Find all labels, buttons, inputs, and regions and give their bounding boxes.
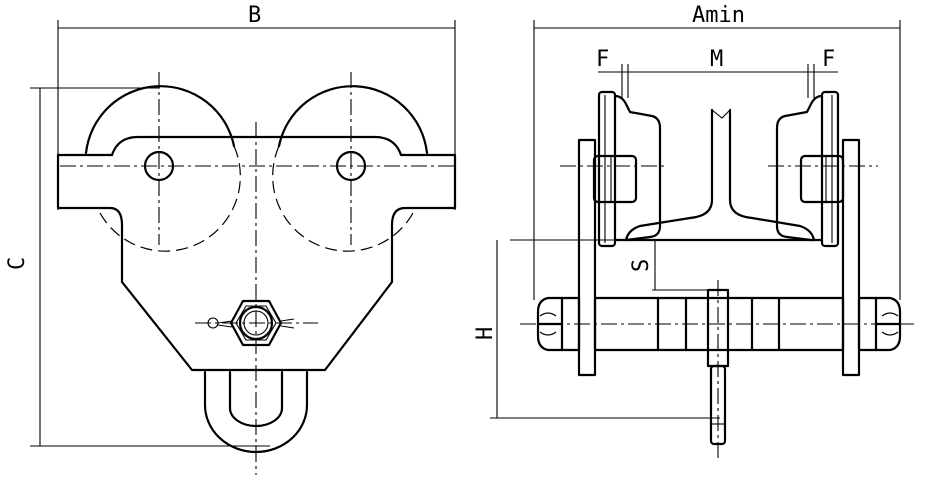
label-f-left: F	[596, 47, 609, 72]
side-plate	[56, 135, 457, 372]
dimension-h: H	[473, 240, 720, 419]
front-view: B C	[5, 3, 457, 475]
label-m: M	[710, 47, 723, 72]
label-amin: Amin	[692, 3, 745, 28]
end-nut-right	[857, 296, 902, 352]
hook-lug	[203, 370, 309, 454]
wheel-left-side	[560, 90, 668, 248]
side-plate-left	[577, 138, 597, 377]
label-s: S	[629, 259, 654, 272]
side-plate-right	[841, 138, 861, 377]
hex-nut-front	[207, 299, 295, 347]
dimension-amin: Amin	[533, 3, 901, 300]
dimension-b: B	[57, 3, 456, 210]
label-f-right: F	[822, 47, 835, 72]
label-c: C	[5, 257, 30, 270]
wheel-right-side	[768, 90, 878, 248]
label-b: B	[248, 3, 261, 28]
dimension-s: S	[510, 239, 820, 291]
end-nut-left	[536, 296, 581, 352]
side-view: Amin F M F S H	[473, 3, 915, 460]
i-beam	[624, 108, 816, 242]
label-h: H	[473, 327, 498, 340]
dimension-c: C	[5, 87, 270, 447]
dimension-fmf: F M F	[596, 47, 838, 98]
hook-plate	[706, 280, 730, 460]
wheels	[84, 85, 429, 252]
cross-shaft	[520, 296, 915, 352]
